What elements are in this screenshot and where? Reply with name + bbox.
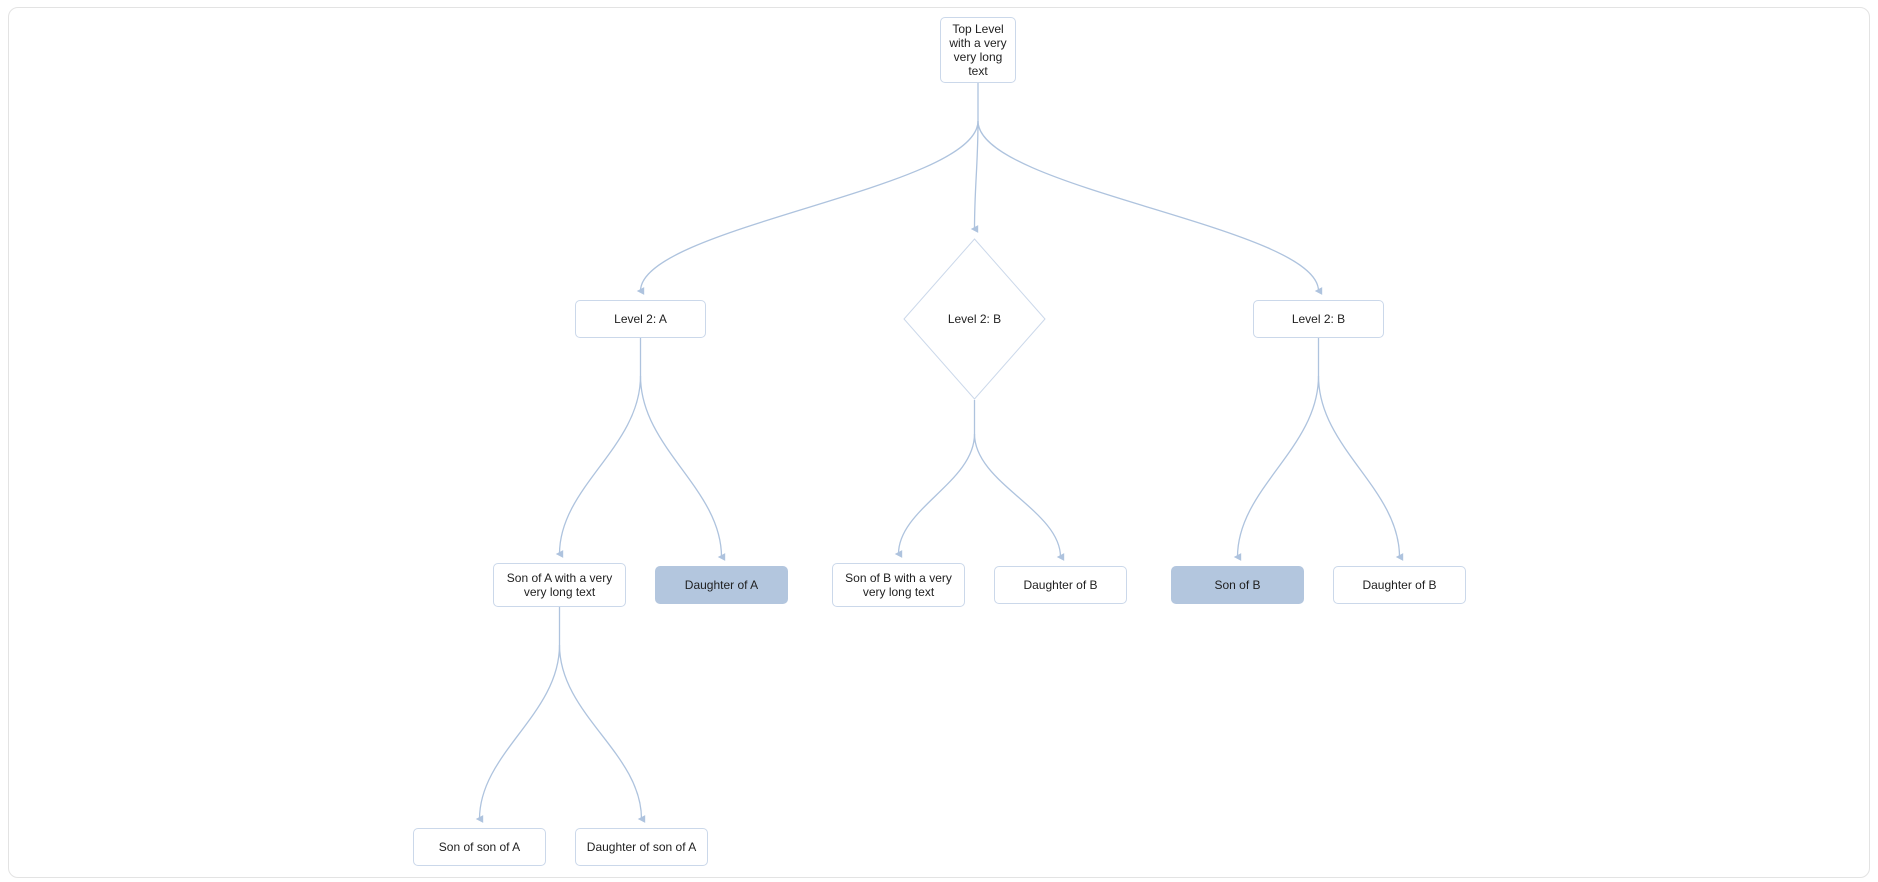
node-label: Daughter of A (684, 578, 759, 592)
node-label: Son of B with a very very long text (845, 571, 952, 599)
node-son-a[interactable]: Son of A with a very very long text (493, 563, 626, 607)
node-label: Son of A with a very very long text (506, 571, 613, 599)
node-label: Daughter of B (1362, 578, 1437, 592)
node-label: Daughter of B (1023, 578, 1098, 592)
node-daughter-b-2[interactable]: Daughter of B (1333, 566, 1466, 604)
diagram-canvas-frame (8, 7, 1870, 878)
diamond-shape-icon (903, 238, 1046, 400)
node-l2b-rect[interactable]: Level 2: B (1253, 300, 1384, 338)
node-top[interactable]: Top Level with a very very long text (940, 17, 1016, 83)
node-label: Level 2: A (614, 312, 667, 326)
node-label: Son of B (1214, 578, 1261, 592)
node-label: Son of son of A (438, 840, 521, 854)
node-son-son-a[interactable]: Son of son of A (413, 828, 546, 866)
node-label: Level 2: B (947, 312, 1002, 326)
node-label: Top Level with a very very long text (949, 22, 1007, 78)
node-label: Level 2: B (1291, 312, 1346, 326)
node-l2a[interactable]: Level 2: A (575, 300, 706, 338)
node-daughter-son-a[interactable]: Daughter of son of A (575, 828, 708, 866)
node-son-b[interactable]: Son of B with a very very long text (832, 563, 965, 607)
node-l2b-diamond[interactable]: Level 2: B (903, 238, 1046, 400)
node-label: Daughter of son of A (586, 840, 697, 854)
node-daughter-b-1[interactable]: Daughter of B (994, 566, 1127, 604)
node-son-b-2[interactable]: Son of B (1171, 566, 1304, 604)
node-daughter-a[interactable]: Daughter of A (655, 566, 788, 604)
